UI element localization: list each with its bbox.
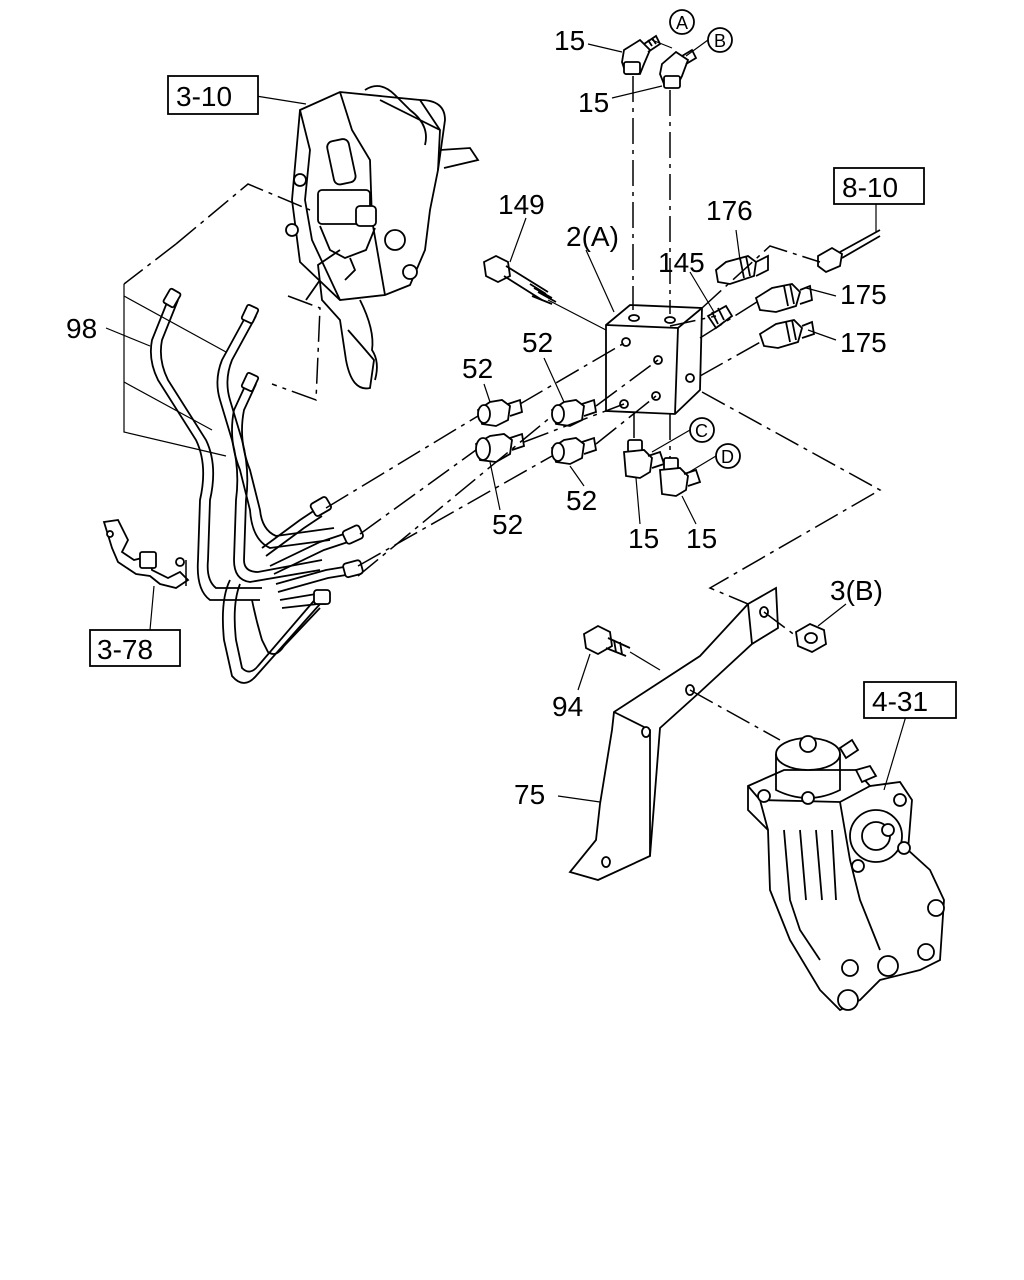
reference-label: 3-10	[176, 81, 232, 112]
part-label-149: 149	[498, 189, 545, 220]
nut-3b	[795, 622, 827, 654]
part-label-15: 15	[628, 523, 659, 554]
reference-box-3-78: 3-78	[89, 629, 181, 667]
fitting-145	[706, 304, 734, 330]
fitting-175-lower	[758, 319, 816, 349]
part-label-94: 94	[552, 691, 583, 722]
part-label-3b: 3(B)	[830, 575, 883, 606]
upper-valve-assembly	[285, 85, 480, 390]
svg-text:B: B	[714, 31, 726, 51]
gear-box	[747, 735, 945, 1012]
part-label-98: 98	[66, 313, 97, 344]
part-label-15: 15	[554, 25, 585, 56]
junction-block	[605, 304, 703, 415]
part-label-52: 52	[462, 353, 493, 384]
reference-label: 8-10	[842, 172, 898, 203]
part-labels: 15 15 149 2(A) 176 145 175 175 98 52 52 …	[66, 25, 887, 810]
reference-label: 4-31	[872, 686, 928, 717]
reference-box-3-10: 3-10	[167, 75, 259, 115]
elbow-fitting-top-a	[621, 34, 662, 75]
fitting-52-c	[474, 432, 526, 463]
part-label-175: 175	[840, 327, 887, 358]
part-label-2a: 2(A)	[566, 221, 619, 252]
fitting-176	[715, 254, 769, 285]
reference-label: 3-78	[97, 634, 153, 665]
svg-text:C: C	[695, 421, 708, 441]
fitting-52-b	[550, 398, 598, 427]
bracket-75	[568, 586, 779, 881]
circled-marker-a: A	[669, 9, 695, 35]
clip-bracket	[102, 519, 190, 590]
svg-text:A: A	[676, 13, 688, 33]
part-label-176: 176	[706, 195, 753, 226]
leader-lines	[105, 39, 907, 803]
bolt-94	[583, 624, 631, 657]
part-label-52: 52	[522, 327, 553, 358]
elbow-fitting-bottom-c	[623, 439, 666, 479]
svg-text:D: D	[721, 447, 734, 467]
part-label-175: 175	[840, 279, 887, 310]
pipe-bundle-98	[149, 287, 364, 684]
elbow-fitting-top-b	[659, 48, 698, 89]
connector-8-10	[817, 229, 881, 274]
reference-box-4-31: 4-31	[863, 681, 957, 719]
reference-box-8-10: 8-10	[833, 167, 925, 205]
circled-marker-c: C	[689, 417, 715, 443]
fitting-52-a	[476, 398, 524, 427]
elbow-fitting-bottom-d	[659, 457, 702, 497]
part-label-52: 52	[492, 509, 523, 540]
fitting-52-d	[550, 436, 598, 465]
part-label-145: 145	[658, 247, 705, 278]
part-label-15: 15	[578, 87, 609, 118]
circled-marker-b: B	[707, 27, 733, 53]
part-label-15: 15	[686, 523, 717, 554]
bolt-149	[483, 254, 557, 305]
part-label-75: 75	[514, 779, 545, 810]
circled-marker-d: D	[715, 443, 741, 469]
part-label-52: 52	[566, 485, 597, 516]
fitting-175-upper	[754, 283, 813, 313]
